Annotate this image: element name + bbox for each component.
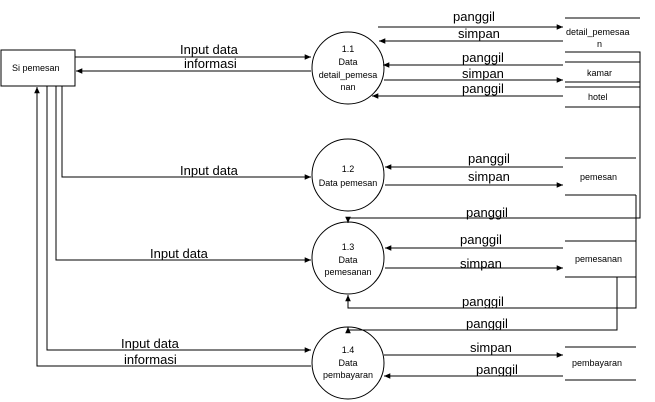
process-1-1-number: 1.1 <box>342 44 355 54</box>
flow-label: Input data <box>150 246 209 261</box>
flow-label: panggil <box>462 50 504 65</box>
process-1-4-number: 1.4 <box>342 345 355 355</box>
entity-si-pemesan[interactable]: Si pemesan <box>0 49 76 87</box>
store-kamar[interactable]: kamar <box>565 61 640 83</box>
process-1-4-line: pembayaran <box>323 370 373 380</box>
store-pembayaran[interactable]: pembayaran <box>565 346 636 381</box>
flow-label: panggil <box>462 81 504 96</box>
flow-label: panggil <box>460 232 502 247</box>
store-hotel[interactable]: hotel <box>565 86 640 108</box>
flow-p2-to-pemesan-simpan: simpan <box>385 169 563 188</box>
flow-pemesan-to-p2-panggil: panggil <box>385 151 563 170</box>
flow-p4-to-entity: informasi <box>34 87 311 367</box>
flow-label: simpan <box>468 169 510 184</box>
flow-pemesanan-to-p3-panggil: panggil <box>385 232 563 251</box>
flow-label: panggil <box>453 9 495 24</box>
store-detail-pemesanan[interactable]: detail_pemesaa n <box>565 17 640 53</box>
flow-label: panggil <box>466 205 508 220</box>
flow-p3-to-pemesanan-simpan: simpan <box>385 256 563 271</box>
flow-label: panggil <box>466 316 508 331</box>
process-1-1-line: Data <box>338 57 357 67</box>
flow-entity-to-p1: Input data <box>75 42 311 60</box>
flow-label: simpan <box>460 256 502 271</box>
flow-label: Input data <box>180 42 239 57</box>
flow-pemesan-to-p3-panggil: panggil <box>345 195 637 309</box>
flow-p1-to-kamar-simpan: simpan <box>384 66 563 83</box>
store-label: pembayaran <box>572 358 622 368</box>
flow-detail-to-p3-panggil: panggil <box>345 51 641 223</box>
process-1-3-number: 1.3 <box>342 242 355 252</box>
flow-label: simpan <box>458 26 500 41</box>
store-pemesan[interactable]: pemesan <box>565 157 636 196</box>
flow-label: informasi <box>184 56 237 71</box>
flow-label: simpan <box>470 340 512 355</box>
store-label: hotel <box>588 92 608 102</box>
flow-p4-to-pembayaran-simpan: simpan <box>384 340 563 358</box>
process-1-2-line: Data pemesan <box>319 178 378 188</box>
flow-label: Input data <box>180 163 239 178</box>
process-1-2[interactable]: 1.2 Data pemesan <box>311 138 385 212</box>
process-1-1-line: nan <box>340 82 355 92</box>
flow-hotel-to-p1-panggil: panggil <box>372 81 563 99</box>
flow-p1-to-entity: informasi <box>76 56 311 74</box>
process-1-3[interactable]: 1.3 Data pemesanan <box>311 221 385 295</box>
flow-label: panggil <box>468 151 510 166</box>
process-1-1[interactable]: 1.1 Data detail_pemesa nan <box>311 31 385 105</box>
flow-detail-to-p1-simpan: simpan <box>379 26 563 44</box>
flow-label: panggil <box>476 362 518 377</box>
flow-label: informasi <box>124 352 177 367</box>
flow-entity-to-p3: Input data <box>55 86 311 263</box>
process-1-1-line: detail_pemesa <box>319 70 378 80</box>
store-pemesanan[interactable]: pemesanan <box>565 240 636 278</box>
flow-label: panggil <box>462 294 504 309</box>
store-label: kamar <box>587 68 612 78</box>
flow-pemesanan-to-p4-panggil: panggil <box>345 277 618 334</box>
flow-p1-to-detail-panggil: panggil <box>378 9 563 30</box>
flow-entity-to-p2: Input data <box>61 86 311 180</box>
store-label: pemesan <box>580 172 617 182</box>
store-label: detail_pemesaa <box>566 27 630 37</box>
process-1-4[interactable]: 1.4 Data pembayaran <box>311 326 385 400</box>
flow-kamar-to-p1-panggil: panggil <box>383 50 563 68</box>
store-label: pemesanan <box>575 254 622 264</box>
process-1-4-line: Data <box>338 358 357 368</box>
store-label: n <box>597 39 602 49</box>
flow-label: Input data <box>121 336 180 351</box>
process-1-2-number: 1.2 <box>342 164 355 174</box>
flow-label: simpan <box>462 66 504 81</box>
flow-pembayaran-to-p4-panggil: panggil <box>384 362 563 379</box>
process-1-3-line: pemesanan <box>324 267 371 277</box>
entity-label: Si pemesan <box>12 63 60 73</box>
flow-entity-to-p4: Input data <box>46 86 311 353</box>
process-1-3-line: Data <box>338 255 357 265</box>
